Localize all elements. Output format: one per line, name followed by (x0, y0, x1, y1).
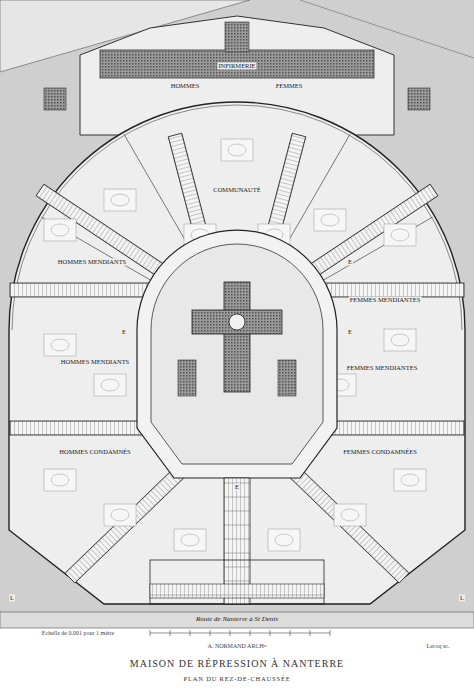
garden-bed (44, 219, 76, 241)
garden-bed (51, 474, 69, 486)
wing (10, 421, 151, 435)
garden-bed (44, 334, 76, 356)
central-ring (137, 230, 337, 478)
wing (287, 465, 409, 583)
scale-tick (150, 630, 151, 636)
wing (65, 465, 187, 583)
infirmary-building (100, 50, 374, 78)
court-building (178, 360, 196, 396)
garden-bed (401, 474, 419, 486)
plan-title: MAISON DE RÉPRESSION À NANTERRE (0, 658, 474, 669)
chapel-transept (192, 310, 282, 334)
plan-label: E (347, 328, 353, 335)
garden-bed (394, 469, 426, 491)
plan-label: E (347, 258, 353, 265)
garden-bed (101, 379, 119, 391)
site-ground (0, 0, 474, 612)
garden-bed (104, 504, 136, 526)
wing (36, 184, 164, 276)
wing (323, 421, 464, 435)
garden-bed (391, 334, 409, 346)
scale-bar (150, 630, 330, 636)
scale-tick (170, 630, 171, 636)
plan-caption: PLAN DU REZ-DE-CHAUSSÉE (0, 675, 474, 682)
entrance-buildings (150, 560, 324, 604)
gardens (44, 139, 426, 551)
garden-bed (221, 139, 253, 161)
scale-line (150, 633, 330, 634)
plan-label: COMMUNAUTÉ (212, 186, 261, 193)
scale-tick (210, 630, 211, 636)
garden-bed (275, 534, 293, 546)
central-court (151, 244, 323, 464)
scale-tick (270, 630, 271, 636)
sector-wall (287, 134, 350, 243)
garden-bed (174, 529, 206, 551)
garden-bed (94, 374, 126, 396)
plan-label: HOMMES CONDAMNÉS (58, 448, 131, 455)
wing (310, 184, 438, 276)
entrance-front (150, 584, 324, 598)
scale-tick (290, 630, 291, 636)
scale-tick (310, 630, 311, 636)
enclosure-wall (9, 102, 465, 604)
pavilion (408, 88, 430, 110)
sector-wall (41, 217, 150, 280)
garden-bed (111, 194, 129, 206)
garden-bed (391, 229, 409, 241)
plan-label: INFIRMERIE (217, 62, 256, 69)
court-building (278, 360, 296, 396)
scale-tick (190, 630, 191, 636)
pavilion (44, 88, 66, 110)
garden-bed (314, 209, 346, 231)
wing (323, 283, 464, 297)
garden-bed (104, 189, 136, 211)
plan-label: L (9, 594, 15, 601)
plan-label: FEMMES (275, 82, 304, 89)
chapel-dome (229, 314, 245, 330)
garden-bed (268, 529, 300, 551)
garden-bed (321, 214, 339, 226)
plan-label: FEMMES MENDIANTES (349, 296, 422, 303)
garden-bed (181, 534, 199, 546)
garden-bed (334, 504, 366, 526)
plan-label: HOMMES MENDIANTS (60, 358, 130, 365)
plan-label: Echelle de 0,001 pour 1 mètre (41, 630, 115, 637)
garden-bed (384, 329, 416, 351)
garden-bed (384, 224, 416, 246)
garden-bed (51, 339, 69, 351)
plan-label: HOMMES MENDIANTS (57, 258, 127, 265)
road (0, 612, 474, 628)
scale-tick (330, 630, 331, 636)
plan-label: E (121, 328, 127, 335)
plan-label: A. NORMAND ARCHᵗᵉ (207, 643, 268, 650)
garden-bed (44, 469, 76, 491)
plan-label: FEMMES CONDAMNÉES (342, 448, 418, 455)
scale-tick (250, 630, 251, 636)
plan-label: Route de Nanterre à St Denis (195, 616, 279, 624)
wing (10, 283, 151, 297)
infirmary-pavilion (225, 22, 249, 52)
scale-tick (230, 630, 231, 636)
garden-bed (341, 509, 359, 521)
garden-bed (51, 224, 69, 236)
garden-bed (111, 509, 129, 521)
plan-label: Lecoq sc. (426, 643, 451, 650)
garden-bed (228, 144, 246, 156)
chapel-nave (224, 282, 250, 392)
plan-label: FEMMES MENDIANTES (346, 364, 419, 371)
plan-label: HOMMES (170, 82, 201, 89)
plan-label: E (234, 483, 240, 490)
plan-label: L (459, 594, 465, 601)
